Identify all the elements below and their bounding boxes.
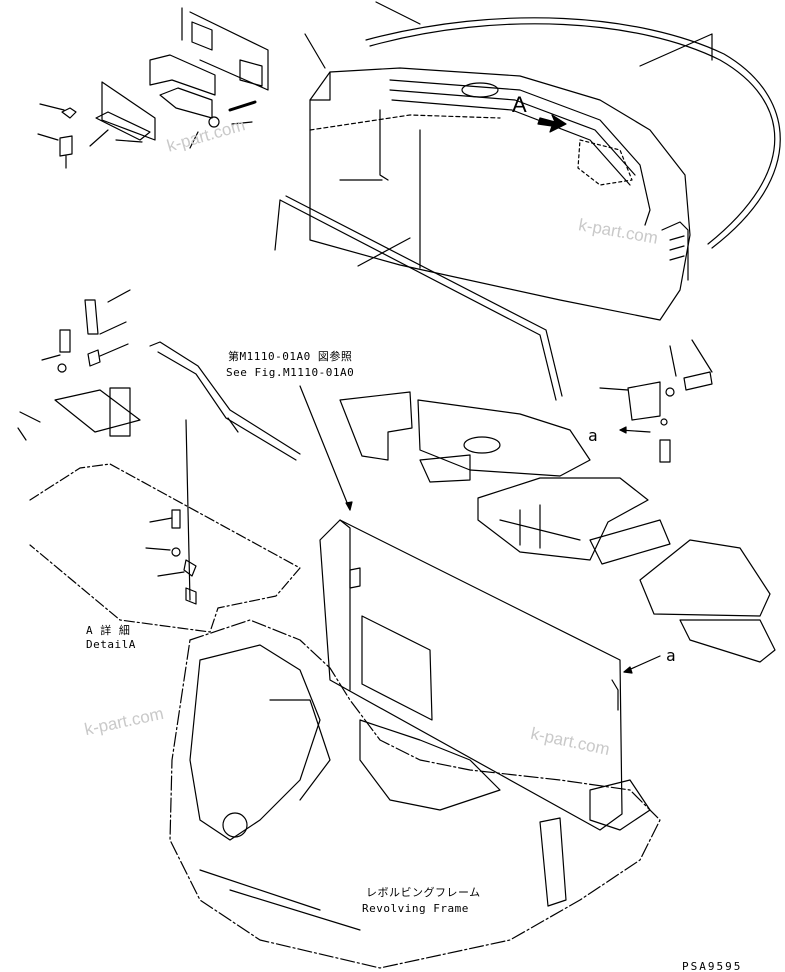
arrow-a-label-lower: a — [666, 646, 676, 665]
long-seal — [274, 195, 563, 401]
upper-cover — [309, 67, 691, 321]
revolving-frame-label-en: Revolving Frame — [362, 902, 469, 915]
trim-seal-arc — [365, 17, 781, 249]
reference-figure-jp: 第M1110-01A0 図参照 — [228, 350, 353, 363]
revolving-frame-label-jp: レボルビングフレーム — [366, 886, 481, 899]
detail-a-title-jp: A 詳 細 — [86, 624, 131, 637]
arrow-a-label-upper: a — [588, 426, 598, 445]
leader-arrows — [299, 385, 661, 674]
revolving-frame — [169, 619, 661, 969]
detail-a-group — [17, 289, 301, 633]
view-arrow-a — [537, 114, 567, 133]
side-bracket — [599, 339, 713, 463]
drawing-code: PSA9595 — [682, 960, 743, 972]
view-a-label: A — [512, 92, 527, 117]
detail-a-title-en: DetailA — [86, 638, 136, 651]
latch-assembly — [37, 7, 269, 169]
reference-figure-en: See Fig.M1110-01A0 — [226, 366, 355, 379]
middle-covers — [339, 391, 776, 663]
lower-housing — [319, 519, 623, 831]
